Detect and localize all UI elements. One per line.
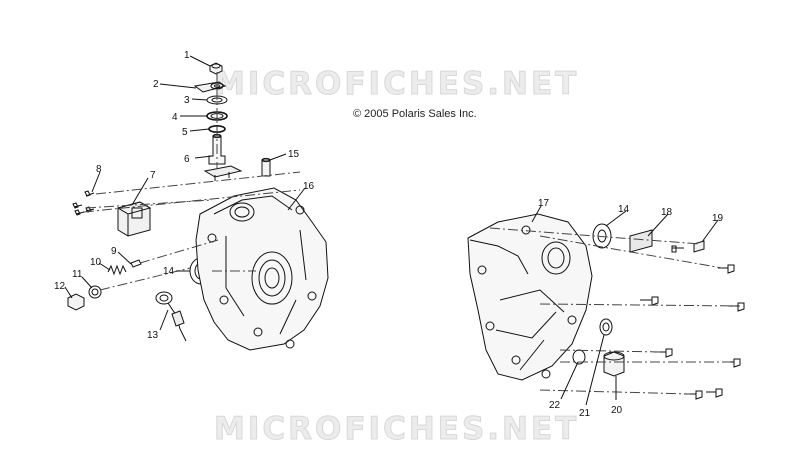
part-10-spring: [107, 264, 127, 276]
callout-1: 1: [184, 50, 190, 61]
part-9-small-pin: [130, 259, 142, 268]
part-21-washer: [599, 318, 613, 336]
callout-3: 3: [184, 95, 190, 106]
callout-11: 11: [72, 269, 83, 280]
part-6-shift-shaft: [203, 133, 243, 181]
callout-14-right: 14: [618, 204, 630, 215]
part-2-lever-arm: [193, 81, 227, 93]
part-16-left-crankcase-cover: [195, 187, 329, 351]
watermark-bottom: MICROFICHES.NET: [213, 411, 580, 448]
callout-17: 17: [538, 198, 550, 209]
callout-7: 7: [150, 170, 156, 181]
part-14-oil-seal-right: [592, 223, 612, 249]
part-15-dowel-pin: [261, 157, 271, 177]
callout-5: 5: [182, 127, 188, 138]
callout-18: 18: [661, 207, 673, 218]
callout-2: 2: [153, 79, 159, 90]
callout-15: 15: [288, 149, 300, 160]
part-11-washer: [88, 285, 102, 299]
part-1-nut: [209, 62, 223, 75]
copyright-notice: © 2005 Polaris Sales Inc.: [353, 108, 477, 120]
callout-8: 8: [96, 164, 102, 175]
callout-9: 9: [111, 246, 117, 257]
callout-10: 10: [90, 257, 102, 268]
part-13-sensor-lead: [155, 291, 187, 342]
part-8-screws: [72, 190, 95, 216]
part-18-decal: [629, 229, 653, 253]
part-19-flange-bolts: [640, 240, 745, 400]
callout-21: 21: [579, 408, 591, 419]
callout-14-left: 14: [163, 266, 175, 277]
callout-22: 22: [549, 400, 561, 411]
leader-lines: [64, 55, 719, 406]
callout-4: 4: [172, 112, 178, 123]
part-7-switch-cover: [116, 201, 152, 237]
callout-13: 13: [147, 330, 159, 341]
callout-16: 16: [303, 181, 315, 192]
watermark-top: MICROFICHES.NET: [213, 66, 580, 103]
part-20-drain-plug: [603, 351, 625, 377]
part-17-right-crankcase-cover: [467, 213, 593, 381]
callout-6: 6: [184, 154, 190, 165]
callout-12: 12: [54, 281, 66, 292]
callout-20: 20: [611, 405, 623, 416]
callout-19: 19: [712, 213, 724, 224]
